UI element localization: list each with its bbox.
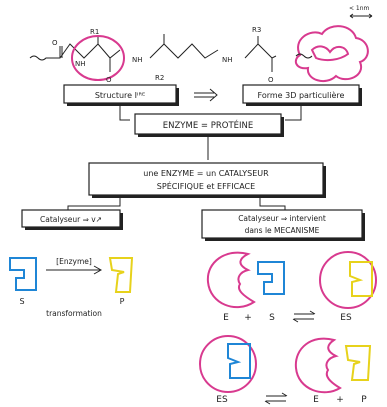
peptide-tail (295, 53, 313, 59)
row2-es-label: ES (216, 395, 228, 405)
catalyseur-box (88, 162, 324, 196)
peptide-backbone-mid (149, 43, 219, 59)
row2-plus-label: + (336, 395, 344, 405)
peptide-nh3: NH (222, 56, 233, 64)
row1-es-label: ES (340, 313, 352, 323)
catalyseur-line1: une ENZYME = un CATALYSEUR (143, 169, 269, 178)
peptide-r3: R3 (252, 26, 261, 34)
forme-label: Forme 3D particulière (258, 90, 345, 100)
protein-3d-fold (310, 45, 350, 62)
peptide-nh1: NH (75, 60, 86, 68)
peptide-carbonyl-1 (59, 46, 63, 58)
peptide-r2: R2 (155, 74, 164, 82)
connector-structure (119, 106, 130, 121)
row2-equilibrium-arrow-icon (264, 392, 288, 405)
catalyseur-meca-line2: dans le MECANISME (245, 226, 320, 235)
residue-highlight (71, 35, 125, 81)
row1-e-label: E (223, 313, 229, 323)
row1-plus-label: + (244, 313, 252, 323)
product-p-shape-row2 (344, 345, 372, 381)
peptide-backbone-right (244, 43, 277, 59)
peptide-backbone-left (29, 43, 121, 61)
transformation-label: transformation (46, 309, 102, 318)
peptide-o2: O (106, 76, 112, 84)
peptide-r1: R1 (90, 28, 99, 36)
connector-catalyseur (67, 195, 286, 212)
enzyme-catalyst-label: [Enzyme] (56, 257, 92, 266)
peptide-o1: O (52, 39, 58, 47)
substrate-label: S (19, 297, 24, 306)
scale-label: < 1nm (349, 5, 370, 12)
row1-s-label: S (269, 313, 275, 323)
catalyseur-line2: SPÉCIFIQUE et EFFICACE (157, 180, 255, 191)
es-complex-circle-row1 (319, 251, 377, 309)
peptide-o3: O (268, 76, 274, 84)
reaction-arrow-icon (46, 265, 103, 275)
catalyseur-meca-box (201, 209, 363, 239)
substrate-s-shape-row1 (257, 261, 285, 295)
es-bound-shape-row1 (349, 261, 373, 297)
peptide-nh2: NH (132, 56, 143, 64)
enzyme-e-shape-row1 (206, 251, 256, 309)
es-complex-circle-row2 (199, 335, 257, 393)
product-p-shape (108, 257, 134, 293)
catalyseur-meca-line1: Catalyseur ⇒ intervient (238, 214, 326, 223)
row2-p-label: P (361, 395, 367, 405)
enzyme-e-shape-row2 (294, 337, 342, 394)
structure-box (63, 84, 177, 104)
catalyseur-v-label: Catalyseur ⇒ v↗ (40, 215, 102, 224)
es-bound-shape-row2 (227, 343, 251, 379)
enzyme-proteine-label: ENZYME = PROTÉINE (163, 119, 254, 131)
product-label: P (120, 297, 125, 306)
row2-e-label: E (313, 395, 319, 405)
catalyseur-v-box (21, 209, 121, 228)
protein-3d-blob (294, 25, 369, 83)
substrate-s-shape (9, 257, 37, 291)
implies-arrow-icon (194, 88, 218, 102)
structure-label: Structure Iᴵᴿᴱ (95, 91, 145, 100)
row1-equilibrium-arrow-icon (292, 310, 316, 323)
forme-box (242, 84, 360, 104)
connector-forme (285, 106, 302, 121)
scale-arrow-icon (349, 13, 373, 19)
